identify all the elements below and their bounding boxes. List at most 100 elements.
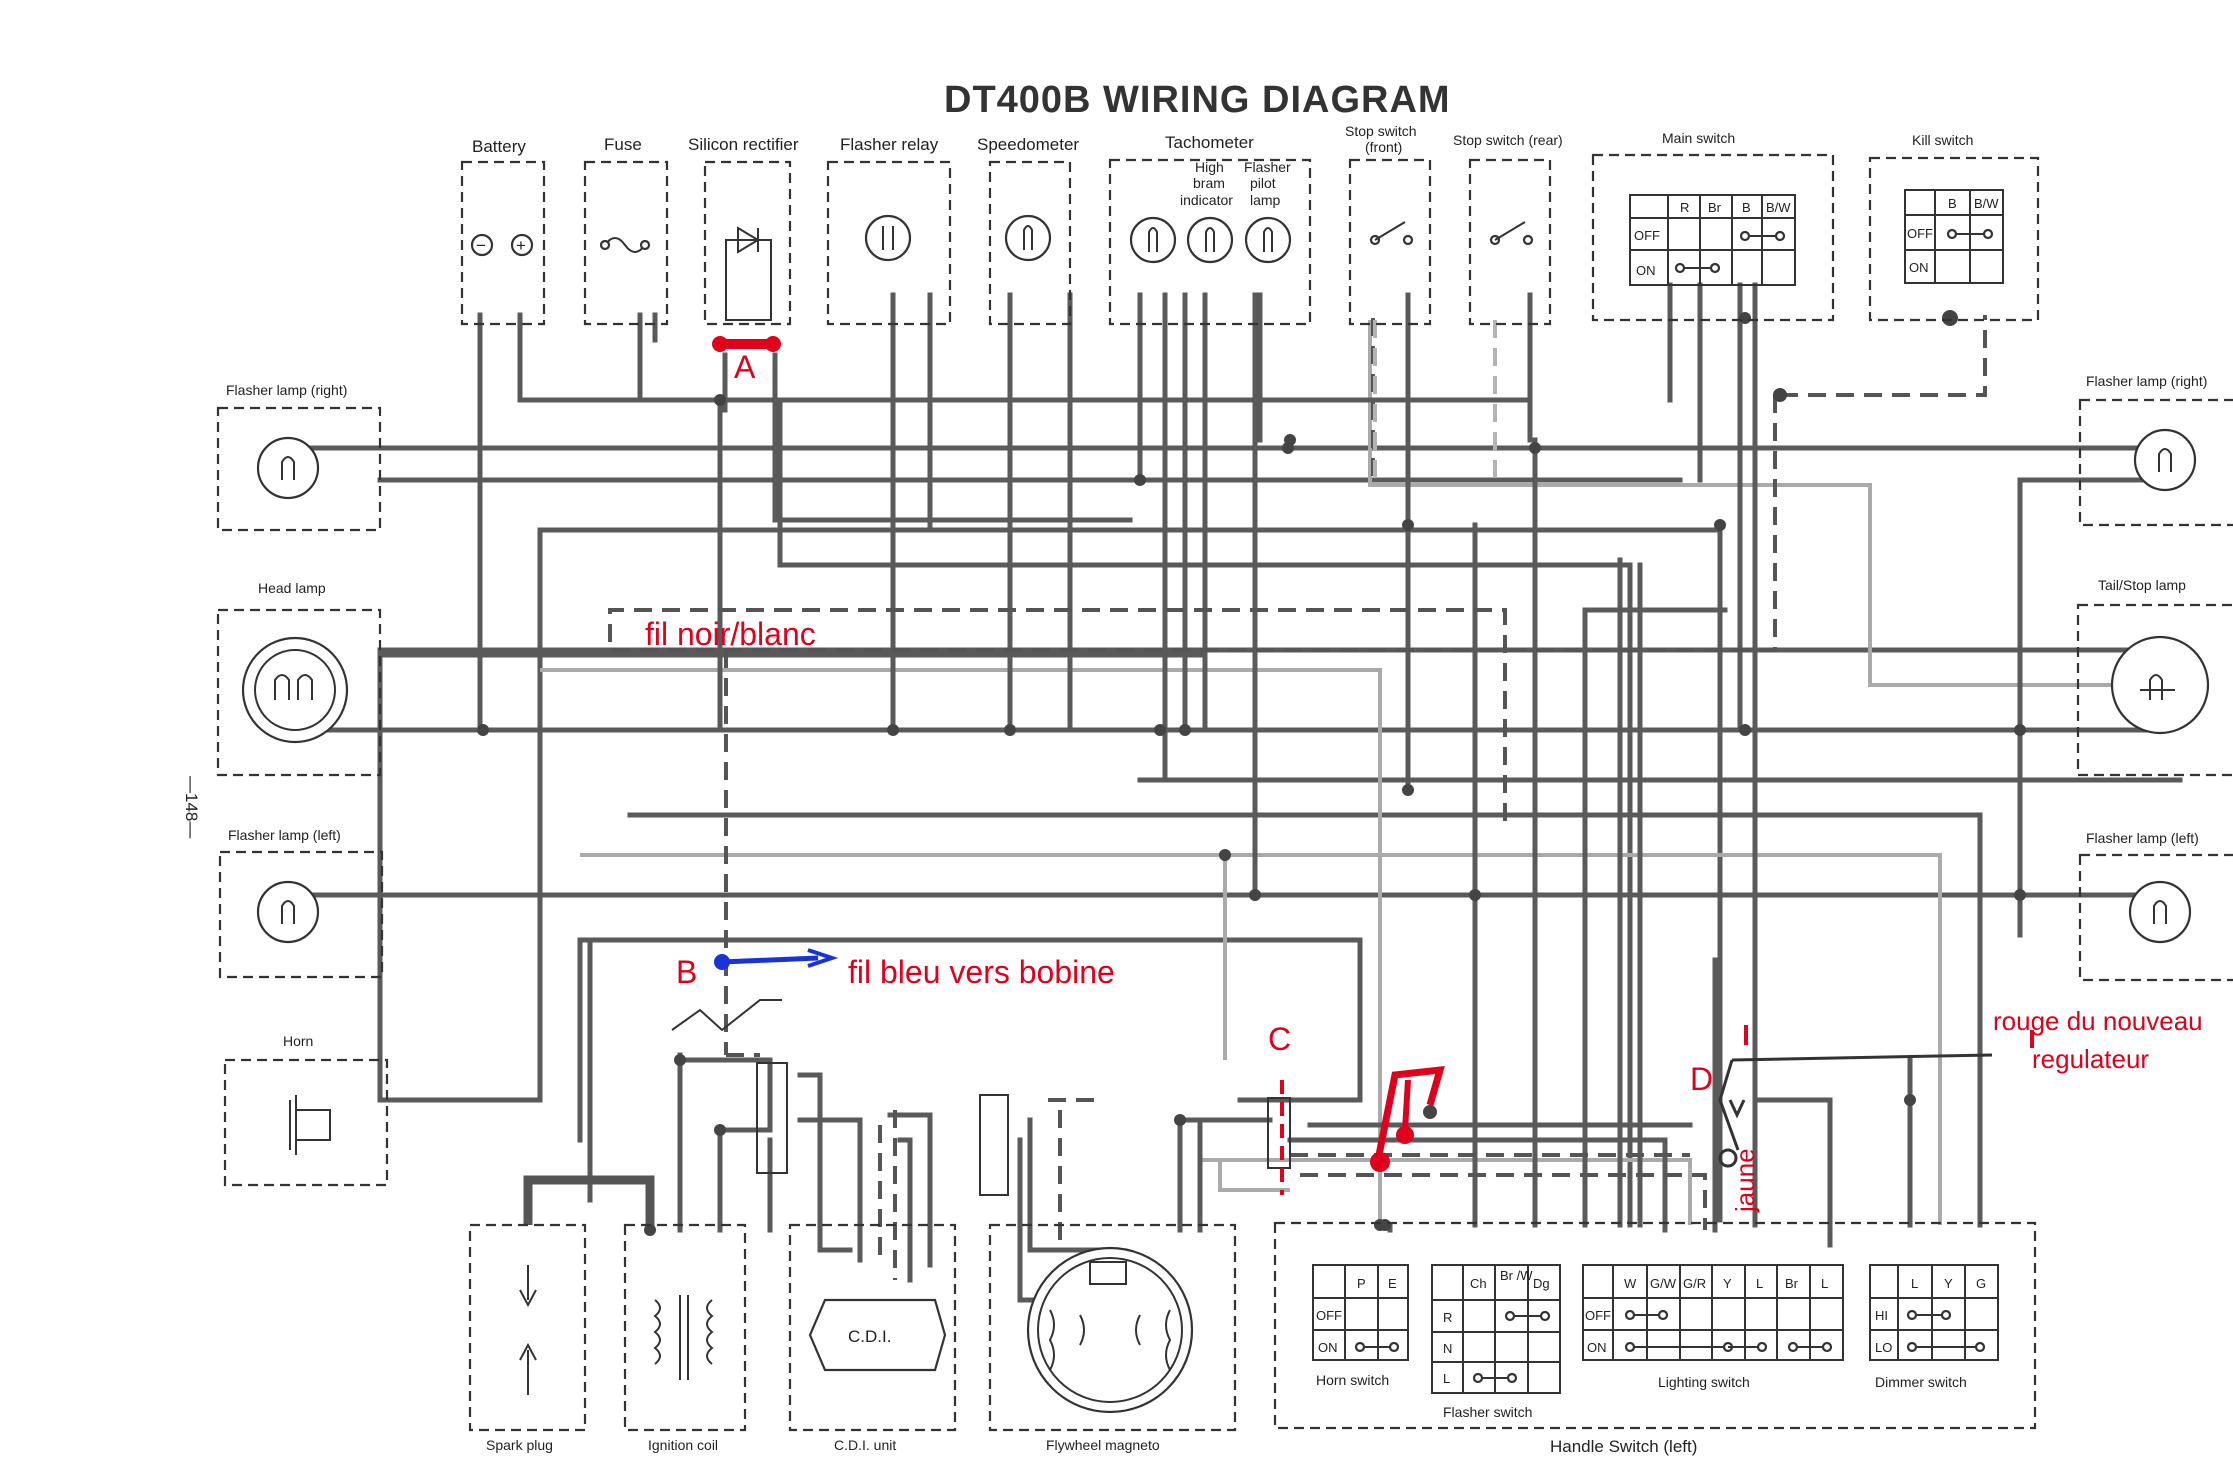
high-beam-indicator-label-3: indicator (1180, 192, 1233, 208)
flasher-lamp-right-front-label: Flasher lamp (right) (226, 382, 347, 398)
tail-stop-lamp-label: Tail/Stop lamp (2098, 577, 2186, 593)
head-lamp: Head lamp (216, 580, 382, 777)
kill-switch-row-on: ON (1909, 260, 1929, 275)
flasher-lamp-left-rear-label: Flasher lamp (left) (2086, 830, 2199, 846)
flasher-pilot-lamp-label-3: lamp (1250, 192, 1281, 208)
dimmer-switch-row-hi: HI (1875, 1308, 1888, 1323)
lighting-switch-col-l2: L (1821, 1276, 1828, 1291)
cdi-box-label: C.D.I. (848, 1327, 891, 1346)
flasher-pilot-lamp-label-1: Flasher (1244, 159, 1291, 175)
battery-neg-terminal: − (476, 236, 486, 255)
flasher-lamp-right-front: Flasher lamp (right) (216, 382, 382, 532)
annotation-b: B (676, 954, 697, 990)
main-switch-row-on: ON (1636, 263, 1656, 278)
flasher-relay: Flasher relay (826, 135, 952, 326)
flasher-lamp-left-rear: Flasher lamp (left) (2078, 830, 2233, 982)
annotation-c: C (1268, 1021, 1291, 1057)
stop-switch-front-label-1: Stop switch (1345, 123, 1417, 139)
battery-pos-terminal: + (516, 236, 526, 255)
horn-switch-row-off: OFF (1316, 1308, 1342, 1323)
spark-plug: Spark plug (468, 1223, 587, 1453)
flasher-lamp-right-rear: Flasher lamp (right) (2078, 373, 2233, 527)
flasher-switch-row-r: R (1443, 1310, 1452, 1325)
diagram-title: DT400B WIRING DIAGRAM (944, 79, 1451, 121)
lighting-switch-col-gr: G/R (1683, 1276, 1706, 1291)
flasher-switch-col-dg: Dg (1533, 1276, 1550, 1291)
high-beam-indicator-label-1: High (1195, 159, 1224, 175)
dimmer-switch-row-lo: LO (1875, 1340, 1892, 1355)
dimmer-switch-col-l: L (1911, 1276, 1918, 1291)
lighting-switch-label: Lighting switch (1658, 1374, 1750, 1390)
stop-switch-front-label-2: (front) (1365, 139, 1402, 155)
annotation-rouge-1: rouge du nouveau (1993, 1006, 2203, 1036)
kill-switch-row-off: OFF (1907, 226, 1933, 241)
main-switch-col-br: Br (1708, 200, 1722, 215)
tachometer: Tachometer High bram indicator Flasher p… (1108, 133, 1312, 326)
connectors (756, 1062, 1291, 1196)
high-beam-indicator-label-2: bram (1193, 175, 1225, 191)
annotation-d: D (1690, 1061, 1713, 1097)
main-switch-label: Main switch (1662, 130, 1735, 146)
tail-stop-lamp: Tail/Stop lamp (2076, 577, 2233, 777)
stop-switch-rear-label: Stop switch (rear) (1453, 132, 1563, 148)
horn-label: Horn (283, 1033, 313, 1049)
horn-switch-col-e: E (1388, 1276, 1397, 1291)
handle-switch-left: Handle Switch (left) P E OFF ON Horn swi… (1273, 1221, 2037, 1456)
ignition-coil: Ignition coil (623, 1223, 747, 1453)
flasher-switch-row-l: L (1443, 1371, 1450, 1386)
annotation-rouge-2: regulateur (2032, 1044, 2149, 1074)
handle-switch-left-label: Handle Switch (left) (1550, 1437, 1697, 1456)
horn-switch-row-on: ON (1318, 1340, 1338, 1355)
battery: Battery − + (460, 137, 546, 326)
kill-switch-col-bw: B/W (1974, 196, 1999, 211)
kill-switch-col-b: B (1948, 196, 1957, 211)
kill-switch-label: Kill switch (1912, 132, 1973, 148)
ignition-coil-label: Ignition coil (648, 1437, 718, 1453)
dimmer-switch-col-y: Y (1944, 1276, 1953, 1291)
main-switch-col-bw: B/W (1766, 200, 1791, 215)
battery-label: Battery (472, 137, 526, 156)
flywheel-magneto-label: Flywheel magneto (1046, 1437, 1160, 1453)
flasher-switch-col-brw: Br /W (1500, 1268, 1533, 1283)
dimmer-switch-label: Dimmer switch (1875, 1374, 1967, 1390)
cdi-unit: C.D.I. C.D.I. unit (788, 1223, 957, 1453)
fuse-label: Fuse (604, 135, 642, 154)
flasher-lamp-left-front: Flasher lamp (left) (218, 827, 384, 979)
head-lamp-label: Head lamp (258, 580, 326, 596)
stop-switch-rear: Stop switch (rear) (1453, 132, 1563, 326)
silicon-rectifier-label: Silicon rectifier (688, 135, 799, 154)
flasher-lamp-left-front-label: Flasher lamp (left) (228, 827, 341, 843)
flasher-lamp-right-rear-label: Flasher lamp (right) (2086, 373, 2207, 389)
flasher-switch-col-ch: Ch (1470, 1276, 1487, 1291)
dimmer-switch-col-g: G (1976, 1276, 1986, 1291)
main-switch-col-r: R (1680, 200, 1689, 215)
main-switch: Main switch R Br B B/W OFF ON (1591, 130, 1835, 322)
lighting-switch-row-off: OFF (1585, 1308, 1611, 1323)
cdi-unit-label: C.D.I. unit (834, 1437, 896, 1453)
flasher-relay-label: Flasher relay (840, 135, 939, 154)
flasher-pilot-lamp-label-2: pilot (1250, 175, 1276, 191)
lighting-switch-col-br: Br (1785, 1276, 1799, 1291)
wire-layer (297, 282, 2183, 1303)
flasher-switch-label: Flasher switch (1443, 1404, 1532, 1420)
lighting-switch-col-w: W (1624, 1276, 1637, 1291)
tachometer-label: Tachometer (1165, 133, 1254, 152)
speedometer: Speedometer (977, 135, 1079, 326)
main-switch-row-off: OFF (1634, 228, 1660, 243)
fuse: Fuse (583, 135, 669, 326)
spark-plug-label: Spark plug (486, 1437, 553, 1453)
lighting-switch-col-l: L (1756, 1276, 1763, 1291)
lighting-switch-col-y: Y (1723, 1276, 1732, 1291)
silicon-rectifier: Silicon rectifier (688, 135, 799, 326)
lighting-switch-row-on: ON (1587, 1340, 1607, 1355)
annotation-jaune: jaune (1730, 1148, 1760, 1213)
flasher-switch-row-n: N (1443, 1341, 1452, 1356)
annotation-noir-blanc: fil noir/blanc (645, 616, 816, 652)
stop-switch-front: Stop switch (front) (1345, 123, 1432, 326)
kill-switch: Kill switch B B/W OFF ON (1868, 132, 2040, 322)
speedometer-label: Speedometer (977, 135, 1079, 154)
annotation-a: A (734, 349, 756, 385)
junction-nodes (477, 310, 2026, 1236)
annotations: A fil noir/blanc B fil bleu vers bobine … (645, 336, 2203, 1213)
